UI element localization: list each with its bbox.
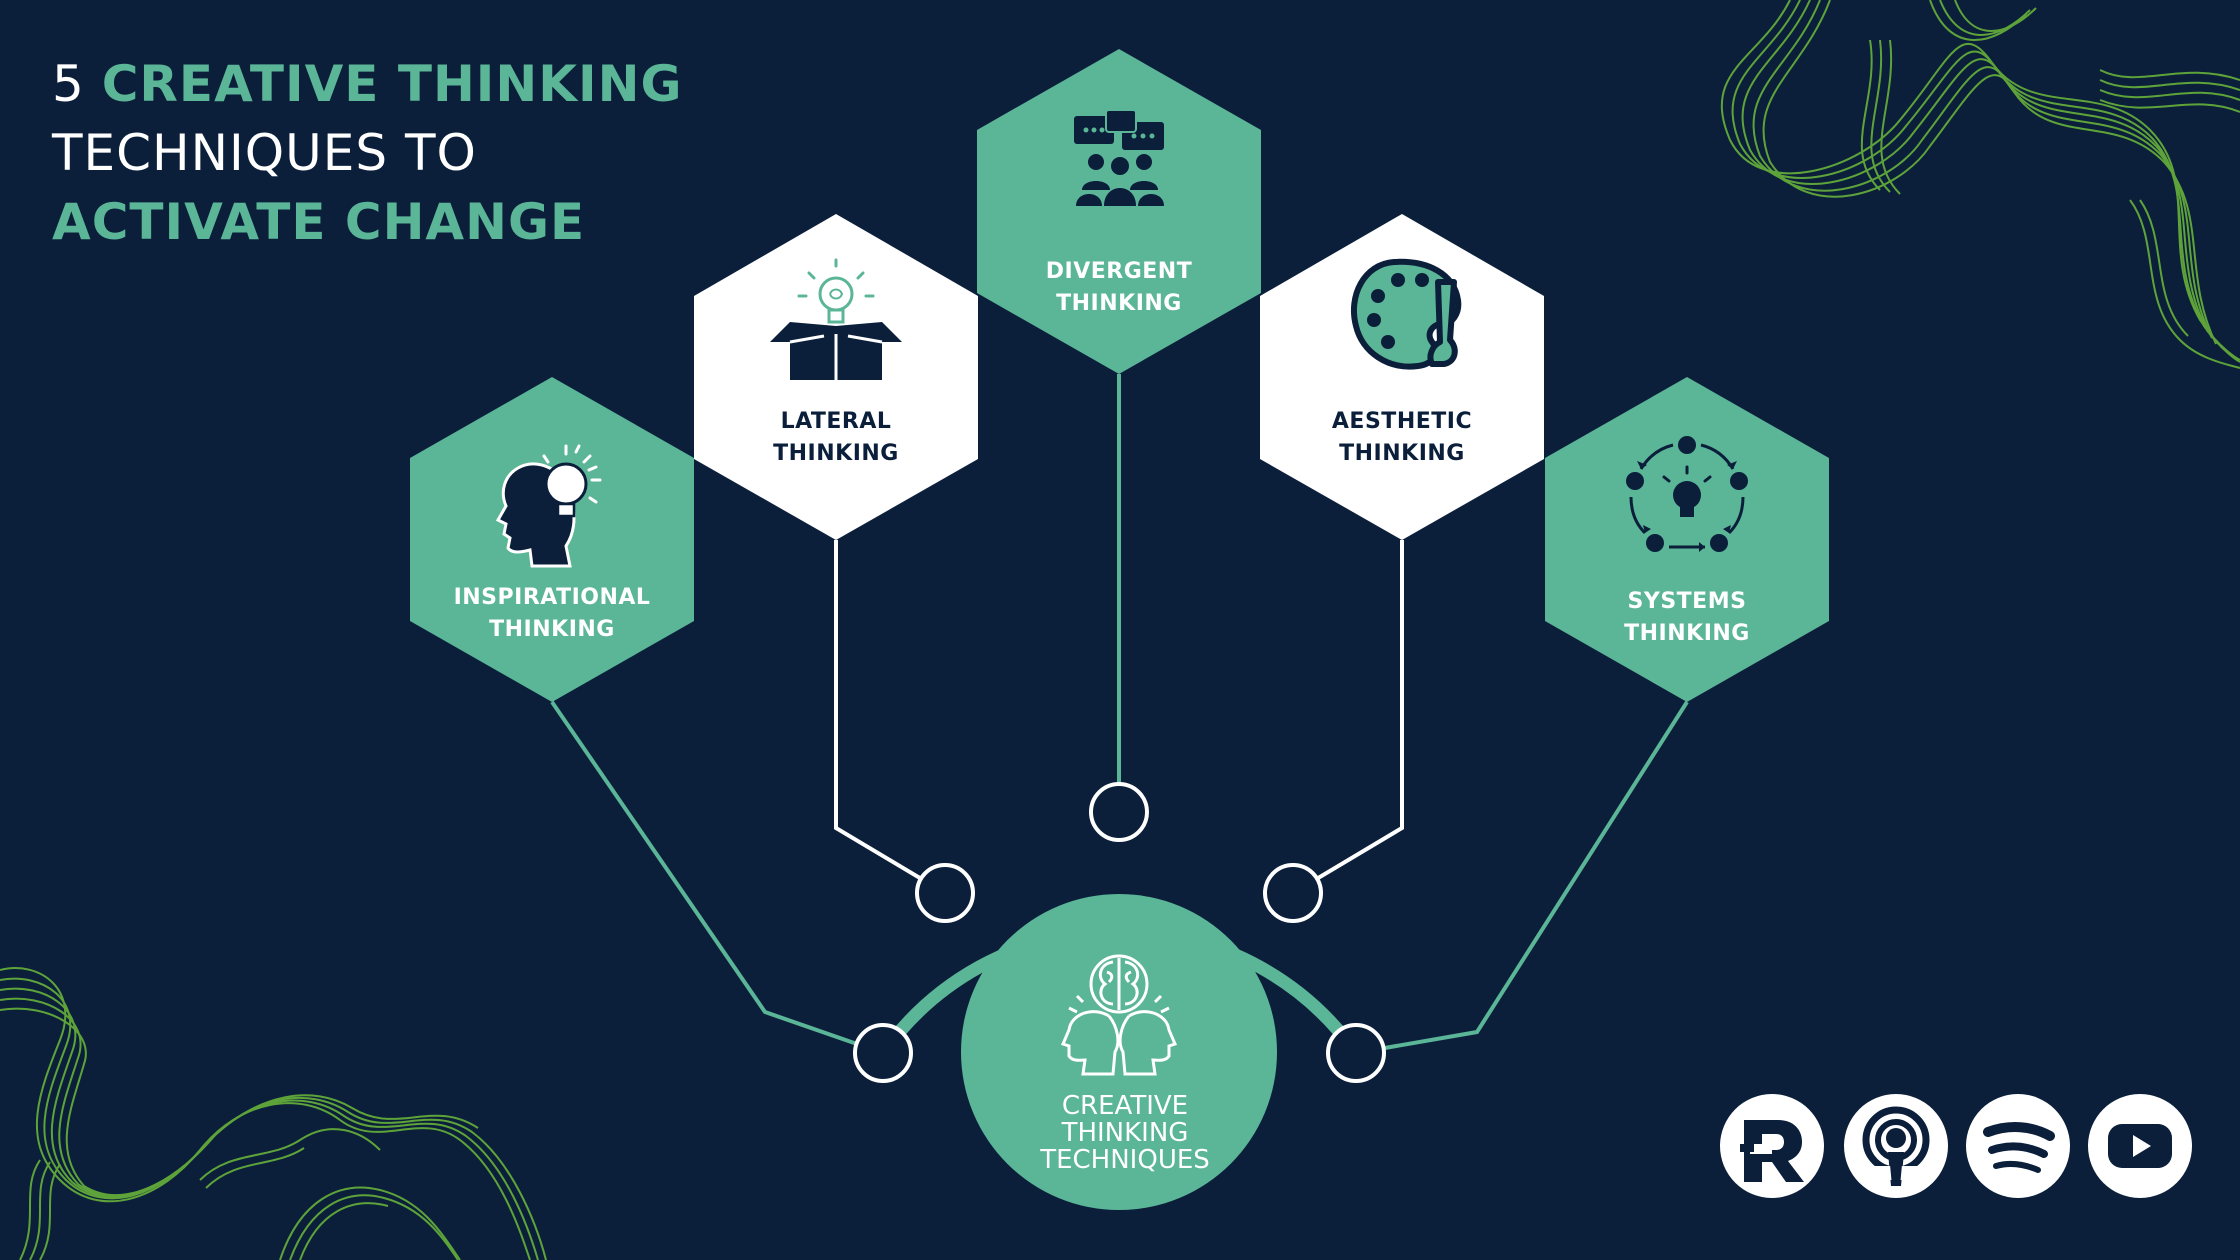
center-label-line1: CREATIVE xyxy=(1061,1091,1189,1121)
decorative-waves-bottom-left xyxy=(0,967,547,1260)
hex-systems xyxy=(1545,377,1829,702)
title-line-2: TECHNIQUES TO xyxy=(52,124,477,182)
youtube-icon[interactable] xyxy=(2088,1094,2192,1198)
page-title: 5 CREATIVE THINKING TECHNIQUES TO ACTIVA… xyxy=(52,50,683,257)
label-aesthetic-line1: AESTHETIC xyxy=(1331,409,1473,434)
node-divergent xyxy=(1089,782,1149,842)
paint-palette-icon xyxy=(1351,258,1462,370)
node-aesthetic xyxy=(1263,863,1323,923)
discussion-group-icon xyxy=(1074,109,1164,206)
connector-lines xyxy=(550,374,1689,1055)
label-inspirational: INSPIRATIONAL THINKING xyxy=(412,582,692,646)
label-lateral: LATERAL THINKING xyxy=(696,406,976,470)
title-highlight-1: CREATIVE THINKING xyxy=(101,55,683,113)
label-lateral-line1: LATERAL xyxy=(780,409,892,434)
connector-nodes xyxy=(853,782,1386,1083)
connector-systems xyxy=(1355,700,1689,1055)
label-systems: SYSTEMS THINKING xyxy=(1547,586,1827,650)
label-inspirational-line1: INSPIRATIONAL xyxy=(453,585,651,610)
node-lateral xyxy=(915,863,975,923)
center-label-line3: TECHNIQUES xyxy=(1040,1145,1210,1175)
label-systems-line1: SYSTEMS xyxy=(1627,589,1747,614)
label-aesthetic-line2: THINKING xyxy=(1339,441,1465,466)
hex-aesthetic xyxy=(1260,214,1544,540)
spotify-icon[interactable] xyxy=(1966,1094,2070,1198)
label-divergent-line1: DIVERGENT xyxy=(1045,259,1193,284)
head-lightbulb-icon xyxy=(495,444,602,568)
twin-heads-brain-icon xyxy=(1060,954,1178,1076)
label-divergent-line2: THINKING xyxy=(1056,291,1182,316)
title-number: 5 xyxy=(52,55,85,113)
center-label: CREATIVE THINKING TECHNIQUES xyxy=(1010,1093,1240,1174)
connector-aesthetic xyxy=(1291,540,1404,895)
logo-r-icon[interactable] xyxy=(1720,1094,1824,1198)
center-label-line2: THINKING xyxy=(1061,1118,1189,1148)
podcast-icon[interactable] xyxy=(1844,1094,1948,1198)
node-inspirational xyxy=(853,1023,913,1083)
systems-cycle-icon xyxy=(1626,436,1748,552)
center-hub xyxy=(961,894,1277,1210)
connector-lateral xyxy=(834,540,947,895)
label-divergent: DIVERGENT THINKING xyxy=(979,256,1259,320)
decorative-waves-top-right xyxy=(1720,0,2240,369)
hex-divergent xyxy=(977,49,1261,374)
box-lightbulb-icon xyxy=(770,258,902,380)
node-systems xyxy=(1326,1023,1386,1083)
title-highlight-2: ACTIVATE CHANGE xyxy=(52,193,586,251)
connector-inspirational xyxy=(550,700,884,1055)
label-aesthetic: AESTHETIC THINKING xyxy=(1262,406,1542,470)
label-lateral-line2: THINKING xyxy=(773,441,899,466)
label-systems-line2: THINKING xyxy=(1624,621,1750,646)
label-inspirational-line2: THINKING xyxy=(489,617,615,642)
